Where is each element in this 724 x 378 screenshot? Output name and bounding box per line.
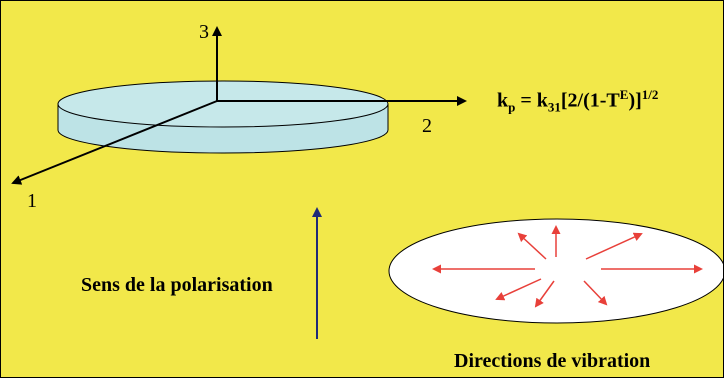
vibration-arrow-down-right <box>583 280 608 306</box>
vibration-arrows <box>432 225 703 308</box>
axis-2-label: 2 <box>422 115 432 137</box>
vibration-arrow-down-left <box>495 278 542 301</box>
coupling-formula: kp = k31[2/(1-TE)]1/2 <box>497 87 659 115</box>
piezo-disc <box>57 80 389 154</box>
vibration-arrow-up-left <box>517 232 547 260</box>
vibration-arrow-down <box>534 280 555 308</box>
polarisation-caption: Sens de la polarisation <box>81 274 273 296</box>
axis-3-label: 3 <box>199 21 209 43</box>
vibration-ellipse <box>388 218 723 324</box>
vibration-arrow-up-right <box>585 232 643 260</box>
axis-1 <box>11 100 218 185</box>
vibration-caption: Directions de vibration <box>454 350 651 372</box>
axis-1-label: 1 <box>27 190 37 212</box>
